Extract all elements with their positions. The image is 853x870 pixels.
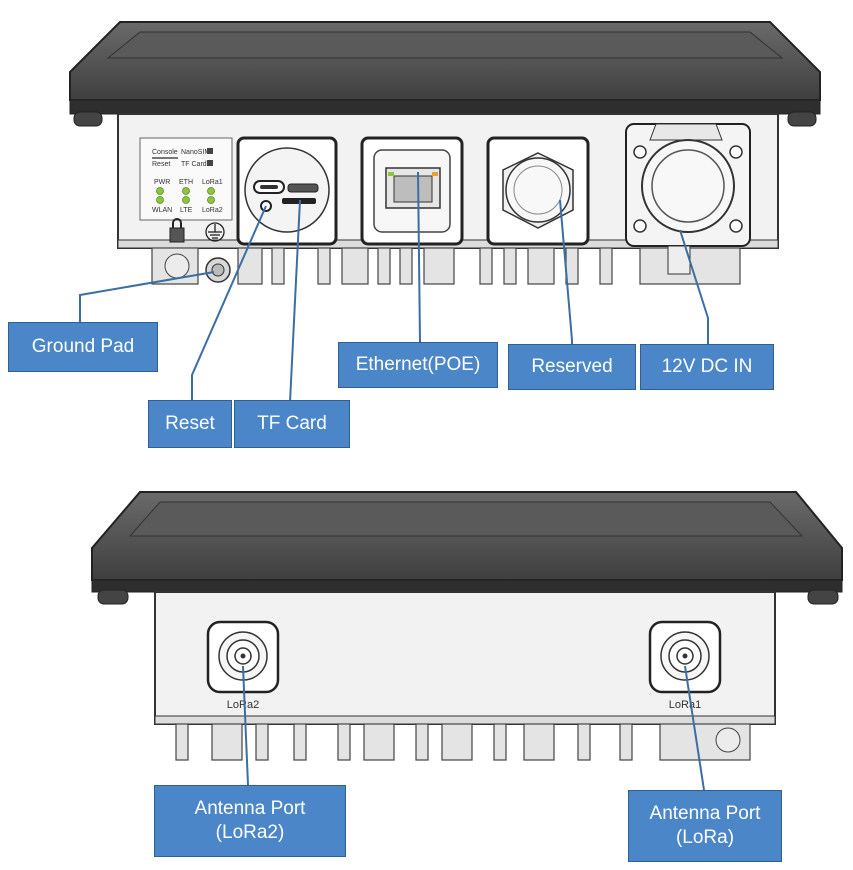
callout-ethernet: Ethernet(POE) xyxy=(338,342,498,388)
callout-reserved-text: Reserved xyxy=(531,356,613,378)
bottom-enclosure: LoRa2 LoRa1 xyxy=(91,491,843,761)
leader-ground-pad xyxy=(79,271,215,322)
callout-tf-card: TF Card xyxy=(234,400,350,448)
leader-antenna-lora xyxy=(684,665,705,791)
leader-lines xyxy=(79,171,709,791)
callout-tf-card-text: TF Card xyxy=(257,413,327,435)
leader-antenna-lora2 xyxy=(242,665,249,786)
leader-dc-in xyxy=(679,229,709,345)
callout-ethernet-text: Ethernet(POE) xyxy=(355,354,481,376)
panel-label-pwr: PWR xyxy=(154,179,170,186)
led-eth xyxy=(182,187,190,195)
led-lora2 xyxy=(207,196,215,204)
panel-label-lora1: LoRa1 xyxy=(202,179,223,186)
callout-reset-text: Reset xyxy=(165,413,215,435)
panel-label-lte: LTE xyxy=(180,207,193,214)
ground-icon xyxy=(205,222,225,242)
callout-reset: Reset xyxy=(148,400,232,448)
panel-label-eth: ETH xyxy=(179,179,193,186)
panel-label-lora2: LoRa2 xyxy=(202,207,223,214)
callout-dc-in-text: 12V DC IN xyxy=(661,356,753,378)
callout-antenna-lora-line2: (LoRa) xyxy=(675,827,735,848)
tf-card-slot-upper xyxy=(287,183,319,193)
nanosim-icon xyxy=(207,148,213,154)
led-wlan xyxy=(156,196,164,204)
port-label-lora2: LoRa2 xyxy=(227,699,259,711)
callout-antenna-lora-line1: Antenna Port xyxy=(649,803,761,825)
callout-reserved: Reserved xyxy=(508,344,636,390)
port-label-lora1: LoRa1 xyxy=(669,699,701,711)
dc-in-connector xyxy=(641,139,735,233)
callout-antenna-lora: Antenna Port (LoRa) xyxy=(628,790,782,862)
callout-dc-in: 12V DC IN xyxy=(640,344,774,390)
leader-ethernet xyxy=(417,171,421,343)
panel-label-wlan: WLAN xyxy=(152,207,172,214)
panel-label-tf-card: TF Card xyxy=(181,161,207,168)
rj45-port xyxy=(385,167,441,209)
callout-antenna-lora2: Antenna Port (LoRa2) xyxy=(154,785,346,857)
panel-label-console: Console xyxy=(152,149,178,156)
tf-card-icon xyxy=(207,160,213,166)
callout-antenna-lora2-line1: Antenna Port xyxy=(194,798,306,820)
leader-reserved xyxy=(559,199,573,345)
top-enclosure: Console NanoSIM Reset TF Card PWR ETH Lo… xyxy=(69,21,821,285)
led-lora1 xyxy=(207,187,215,195)
panel-label-nanosim: NanoSIM xyxy=(181,149,210,156)
lock-icon xyxy=(169,218,185,243)
led-lte xyxy=(182,196,190,204)
lora1-antenna-port xyxy=(648,620,722,694)
callout-ground-pad-text: Ground Pad xyxy=(31,336,135,358)
leader-reset xyxy=(191,205,267,400)
led-pwr xyxy=(156,187,164,195)
panel-label-reset: Reset xyxy=(152,161,170,168)
callout-ground-pad: Ground Pad xyxy=(8,322,158,372)
reserved-gland xyxy=(505,157,571,223)
callout-antenna-lora2-line2: (LoRa2) xyxy=(215,822,285,843)
leader-tf-card xyxy=(289,199,301,403)
